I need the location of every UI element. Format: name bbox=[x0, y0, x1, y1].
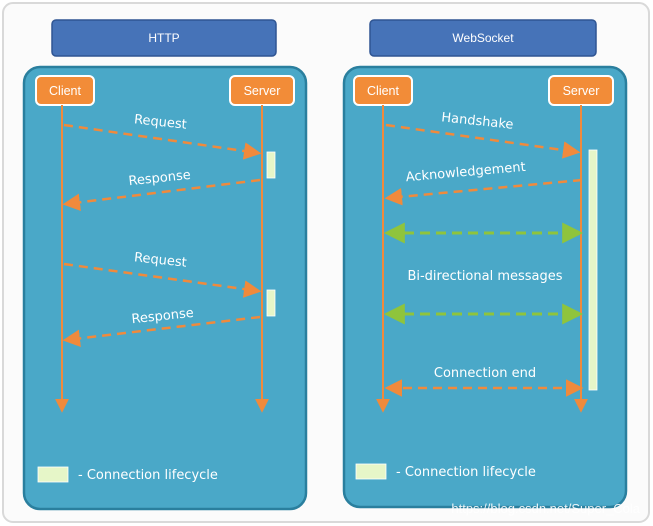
http-panel: HTTP Client Server Request Response Requ… bbox=[22, 19, 308, 511]
http-client-label: Client bbox=[49, 84, 81, 98]
http-lifecycle-bar-2 bbox=[266, 289, 276, 317]
http-lifecycle-bar-1 bbox=[266, 151, 276, 179]
http-legend-swatch bbox=[37, 466, 69, 483]
http-request-arrow-2 bbox=[63, 262, 262, 298]
websocket-bidirectional-label: Bi-directional messages bbox=[407, 269, 562, 284]
websocket-title-box bbox=[369, 19, 597, 57]
websocket-frame bbox=[342, 65, 628, 509]
websocket-legend-text: - Connection lifecycle bbox=[396, 465, 536, 480]
http-response-arrow-2 bbox=[62, 315, 261, 348]
websocket-ack-arrow bbox=[384, 178, 583, 206]
http-title: HTTP bbox=[148, 31, 179, 45]
websocket-client-label: Client bbox=[367, 84, 399, 98]
http-request-label-2: Request bbox=[133, 250, 187, 270]
http-request-label-1: Request bbox=[133, 112, 187, 132]
http-request-arrow-1 bbox=[63, 123, 262, 160]
http-response-label-1: Response bbox=[128, 168, 192, 189]
http-frame bbox=[22, 65, 308, 511]
websocket-title: WebSocket bbox=[452, 31, 514, 45]
http-title-box bbox=[51, 19, 277, 57]
websocket-handshake-arrow bbox=[385, 123, 581, 159]
websocket-panel: WebSocket Client Server Handshake Acknow… bbox=[342, 19, 641, 516]
websocket-legend-swatch bbox=[355, 463, 387, 480]
websocket-lifecycle-bar bbox=[588, 149, 598, 391]
http-client-node bbox=[35, 75, 95, 106]
http-legend-text: - Connection lifecycle bbox=[78, 468, 218, 483]
http-server-label: Server bbox=[244, 84, 281, 98]
http-response-arrow-1 bbox=[62, 178, 261, 211]
websocket-server-label: Server bbox=[563, 84, 600, 98]
http-response-label-2: Response bbox=[131, 306, 195, 327]
watermark-text: https://blog.csdn.net/Super_Cola bbox=[451, 501, 640, 516]
websocket-connection-end-label: Connection end bbox=[434, 366, 536, 381]
